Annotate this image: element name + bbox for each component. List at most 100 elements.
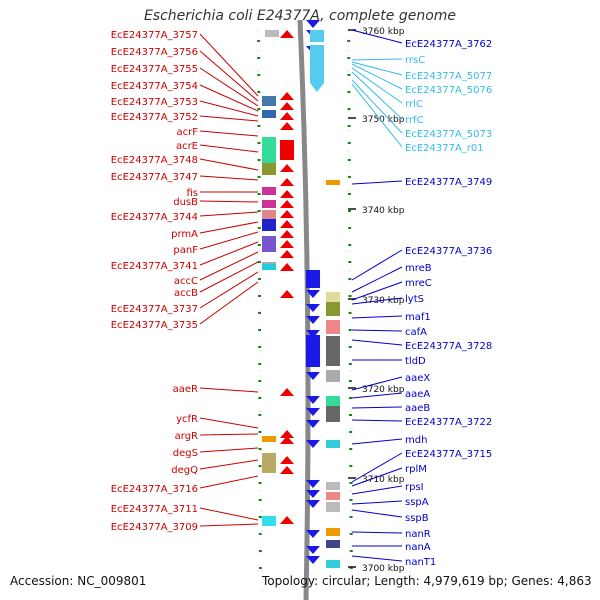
plus-strand-block bbox=[326, 528, 340, 536]
rrna-block bbox=[310, 30, 324, 42]
right-gene-label: rrlC bbox=[405, 99, 423, 110]
plus-strand-block bbox=[326, 292, 340, 302]
left-gene-label: EcE24377A_3752 bbox=[111, 112, 198, 123]
right-label-leader bbox=[351, 419, 403, 422]
plus-strand-block bbox=[326, 560, 340, 568]
right-label-leader bbox=[351, 297, 403, 305]
left-gene-label: EcE24377A_3741 bbox=[111, 261, 198, 272]
track-tick bbox=[348, 244, 352, 246]
minus-strand-arrow bbox=[280, 210, 294, 218]
plus-strand-block bbox=[326, 502, 340, 512]
minus-strand-block bbox=[262, 236, 276, 252]
left-gene-label: EcE24377A_3753 bbox=[111, 97, 198, 108]
minus-strand-arrow bbox=[280, 466, 294, 474]
minus-strand-arrow bbox=[280, 164, 294, 172]
left-label-leader bbox=[199, 221, 259, 234]
right-gene-label: nanT1 bbox=[405, 557, 436, 568]
right-label-leader bbox=[351, 329, 403, 332]
plus-strand-arrow bbox=[306, 396, 320, 404]
genome-axis-line bbox=[297, 19, 311, 600]
left-gene-label: EcE24377A_3756 bbox=[111, 47, 198, 58]
right-gene-label: mreB bbox=[405, 263, 432, 274]
track-tick bbox=[258, 414, 262, 416]
track-tick bbox=[258, 516, 262, 518]
right-label-leader bbox=[351, 509, 403, 518]
track-tick bbox=[258, 550, 262, 552]
minus-strand-arrow bbox=[280, 220, 294, 228]
kbp-tick-label: 3760 kbp bbox=[362, 27, 405, 37]
track-tick bbox=[347, 193, 351, 195]
left-label-leader bbox=[199, 200, 259, 203]
plus-strand-block bbox=[326, 482, 340, 490]
right-gene-label: mreC bbox=[405, 278, 432, 289]
track-tick bbox=[257, 295, 261, 297]
right-label-leader bbox=[351, 79, 403, 134]
track-tick bbox=[257, 193, 261, 195]
left-label-leader bbox=[199, 507, 259, 521]
plus-strand-block bbox=[326, 302, 340, 316]
minus-strand-arrow bbox=[280, 190, 294, 198]
track-tick bbox=[257, 142, 261, 144]
left-label-leader bbox=[199, 67, 259, 107]
left-label-leader bbox=[199, 251, 259, 281]
track-tick bbox=[347, 176, 351, 178]
plus-strand-arrow bbox=[306, 372, 320, 380]
track-tick bbox=[349, 533, 353, 535]
right-gene-label: sspB bbox=[405, 513, 429, 524]
kbp-tick-label: 3750 kbp bbox=[362, 115, 405, 125]
left-gene-label: degS bbox=[173, 448, 198, 459]
track-tick bbox=[347, 159, 351, 161]
track-tick bbox=[349, 465, 353, 467]
track-tick bbox=[348, 261, 352, 263]
left-gene-label: EcE24377A_3754 bbox=[111, 81, 198, 92]
left-gene-label: ycfR bbox=[176, 414, 198, 425]
plus-strand-block bbox=[326, 320, 340, 334]
right-gene-label: aaeA bbox=[405, 389, 430, 400]
right-gene-label: EcE24377A_3762 bbox=[405, 39, 492, 50]
left-gene-label: EcE24377A_3737 bbox=[111, 304, 198, 315]
right-gene-label: EcE24377A_5077 bbox=[405, 71, 492, 82]
track-tick bbox=[257, 125, 261, 127]
right-label-leader bbox=[351, 63, 403, 90]
left-gene-label: EcE24377A_3744 bbox=[111, 212, 198, 223]
minus-strand-arrow bbox=[280, 456, 294, 464]
plus-strand-block bbox=[326, 540, 340, 548]
right-label-leader bbox=[351, 29, 403, 44]
right-label-leader bbox=[351, 531, 403, 534]
track-tick bbox=[349, 431, 353, 433]
track-tick bbox=[348, 329, 352, 331]
track-tick bbox=[347, 142, 351, 144]
left-gene-label: accB bbox=[174, 288, 198, 299]
track-tick bbox=[257, 261, 261, 263]
right-gene-label: sspA bbox=[405, 497, 429, 508]
right-gene-label: nanR bbox=[405, 529, 431, 540]
plus-strand-block bbox=[326, 406, 340, 422]
track-tick bbox=[257, 244, 261, 246]
right-gene-label: maf1 bbox=[405, 312, 431, 323]
right-label-leader bbox=[351, 438, 403, 445]
track-tick bbox=[349, 499, 353, 501]
track-tick bbox=[258, 465, 262, 467]
left-label-leader bbox=[199, 115, 259, 122]
left-gene-label: degQ bbox=[171, 465, 198, 476]
track-tick bbox=[347, 74, 351, 76]
right-gene-label: aaeB bbox=[405, 403, 430, 414]
plus-strand-arrow bbox=[306, 556, 320, 564]
minus-strand-arrow bbox=[280, 290, 294, 298]
track-tick bbox=[257, 57, 261, 59]
rrna-block bbox=[310, 45, 324, 83]
minus-strand-block bbox=[262, 264, 276, 270]
accession-text: Accession: NC_009801 bbox=[10, 574, 147, 588]
minus-strand-arrow bbox=[280, 178, 294, 186]
right-gene-label: nanA bbox=[405, 542, 431, 553]
track-tick bbox=[257, 108, 261, 110]
plus-strand-block bbox=[326, 370, 340, 382]
minus-strand-arrow bbox=[280, 388, 294, 396]
plus-strand-block bbox=[326, 336, 340, 366]
track-tick bbox=[348, 295, 352, 297]
left-label-leader bbox=[199, 417, 259, 429]
left-gene-label: EcE24377A_3755 bbox=[111, 64, 198, 75]
left-label-leader bbox=[199, 100, 259, 117]
